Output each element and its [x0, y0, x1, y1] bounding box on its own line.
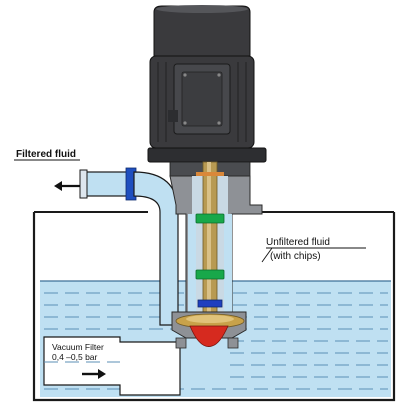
label-vacuum-filter: Vacuum Filter [52, 342, 104, 352]
impeller [175, 313, 245, 347]
motor [149, 5, 255, 149]
tank-wall [32, 212, 396, 402]
label-vacuum-pressure: 0,4 –0,5 bar [52, 352, 98, 362]
discharge-pipe [79, 167, 179, 326]
pump-shaft [196, 161, 224, 333]
green-bushing-lower [195, 269, 225, 280]
unfiltered-leader [261, 247, 273, 263]
vacuum-filter-box [43, 336, 181, 396]
label-filtered-fluid: Filtered fluid [16, 149, 76, 160]
blue-seal [197, 299, 223, 308]
callouts [14, 159, 366, 263]
label-unfiltered-fluid: Unfiltered fluid [266, 237, 330, 248]
label-with-chips: (with chips) [270, 251, 321, 262]
green-bushing-upper [195, 213, 225, 224]
filtered-flow-arrow [54, 181, 80, 191]
vacuum-flow-arrow [82, 369, 106, 379]
